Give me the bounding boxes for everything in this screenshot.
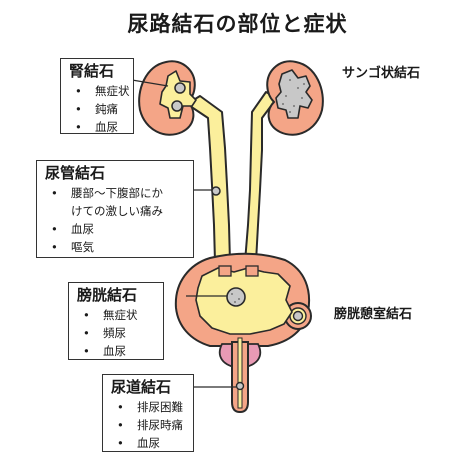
kidney-stone-box: 腎結石 無症状 鈍痛 血尿 <box>60 58 134 136</box>
staghorn-stone-label: サンゴ状結石 <box>342 66 421 81</box>
urethra-stone-box: 尿道結石 排尿困難 排尿時痛 血尿 <box>102 374 194 452</box>
diagram-title: 尿路結石の部位と症状 <box>127 12 348 36</box>
leader-lines <box>131 79 236 388</box>
symptom-item: 頻尿 <box>77 324 157 342</box>
symptom-item: 無症状 <box>69 82 130 100</box>
symptom-item: 腰部～下腹部にか <box>45 184 187 202</box>
symptom-item: 血尿 <box>77 342 157 360</box>
bladder-symptom-list: 無症状 頻尿 血尿 <box>77 306 157 360</box>
symptom-item: 血尿 <box>111 434 187 452</box>
left-ureteral-orifice <box>218 265 232 277</box>
urethra-lumen <box>237 337 243 409</box>
ureter-symptom-list: 腰部～下腹部にか けての激しい痛み 血尿 嘔気 <box>45 184 187 256</box>
kidney-stone-lower <box>171 100 183 112</box>
staghorn-texture <box>282 79 305 113</box>
symptom-item: 嘔気 <box>45 238 187 256</box>
staghorn-stone <box>275 69 313 119</box>
kidney-symptom-list: 無症状 鈍痛 血尿 <box>69 82 130 136</box>
symptom-item: 血尿 <box>69 118 127 136</box>
bladder-stone-texture <box>231 293 240 303</box>
bladder-stone-box: 膀胱結石 無症状 頻尿 血尿 <box>68 282 164 360</box>
kidney-stone-title: 腎結石 <box>69 62 115 80</box>
diverticulum-stone-label: 膀胱憩室結石 <box>334 307 413 322</box>
symptom-item: 鈍痛 <box>69 100 127 118</box>
urethra-stone <box>235 381 245 391</box>
urethra-symptom-list: 排尿困難 排尿時痛 血尿 <box>111 398 187 452</box>
ureter-stone-box: 尿管結石 腰部～下腹部にか けての激しい痛み 血尿 嘔気 <box>36 160 194 258</box>
symptom-item: 排尿困難 <box>111 398 187 416</box>
symptom-item-continued: けての激しい痛み <box>71 204 163 218</box>
kidney-stone-upper <box>174 82 186 94</box>
symptom-item: 排尿時痛 <box>111 416 187 434</box>
left-renal-pelvis <box>159 70 197 119</box>
symptom-item: 血尿 <box>45 220 187 238</box>
bladder-stone <box>226 287 246 307</box>
bladder-stone-title: 膀胱結石 <box>77 286 138 304</box>
symptom-item: 無症状 <box>77 306 157 324</box>
diverticulum-stone <box>292 310 304 322</box>
kidney-leader <box>131 79 169 87</box>
ureter-stone <box>211 186 221 196</box>
urethra-stone-title: 尿道結石 <box>111 378 172 396</box>
ureter-stone-title: 尿管結石 <box>45 164 106 182</box>
right-ureteral-orifice <box>245 265 259 277</box>
